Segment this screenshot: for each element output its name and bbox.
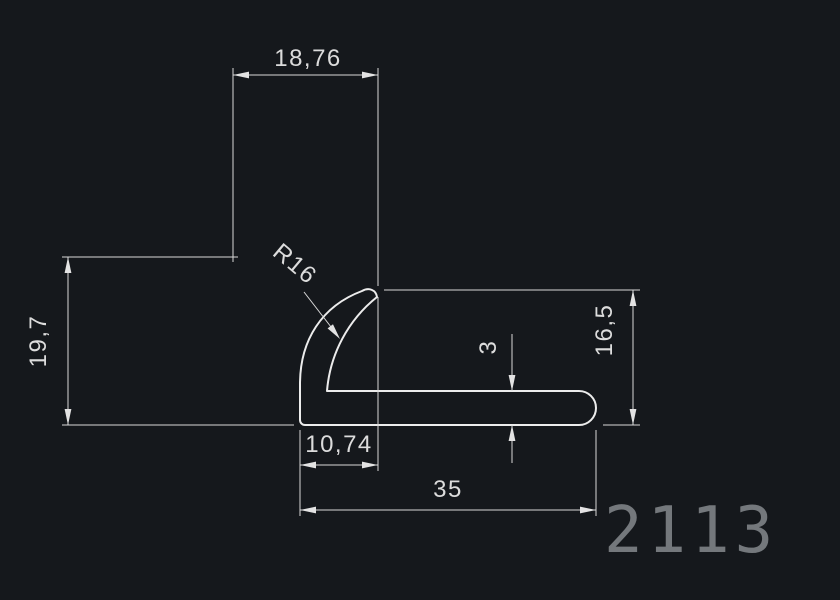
dim-text-left-height: 19,7 — [25, 315, 52, 368]
arrowhead — [580, 506, 596, 514]
dim-text-radius: R16 — [268, 238, 323, 290]
dim-left-height: 19,7 — [25, 256, 294, 426]
dim-thickness: 3 — [475, 334, 516, 463]
arrowhead — [300, 506, 316, 514]
dim-text-total-width: 35 — [433, 476, 463, 503]
arrowhead — [508, 375, 516, 391]
dim-text-bottom-leg: 10,74 — [305, 431, 373, 458]
dim-text-top-width: 18,76 — [274, 45, 342, 72]
dim-bottom-leg: 10,74 — [299, 297, 379, 471]
arrowhead — [64, 257, 72, 273]
profile-geometry — [299, 288, 597, 426]
arrowhead — [508, 425, 516, 441]
dim-text-thickness: 3 — [475, 340, 502, 355]
arrowhead — [629, 409, 637, 425]
arrowhead — [362, 71, 378, 79]
arrowhead — [362, 461, 378, 469]
dim-right-height: 16,5 — [384, 289, 640, 426]
arrowhead — [327, 324, 340, 339]
dim-top-width: 18,76 — [232, 45, 379, 286]
arrowhead — [233, 71, 249, 79]
radius-leader: R16 — [268, 238, 340, 339]
part-number: 2113 — [604, 494, 778, 568]
dim-total-width: 35 — [299, 430, 597, 516]
arrowhead — [300, 461, 316, 469]
arrowhead — [64, 409, 72, 425]
dim-text-right-height: 16,5 — [591, 304, 618, 357]
profile-outline — [299, 288, 597, 426]
arrowhead — [629, 290, 637, 306]
